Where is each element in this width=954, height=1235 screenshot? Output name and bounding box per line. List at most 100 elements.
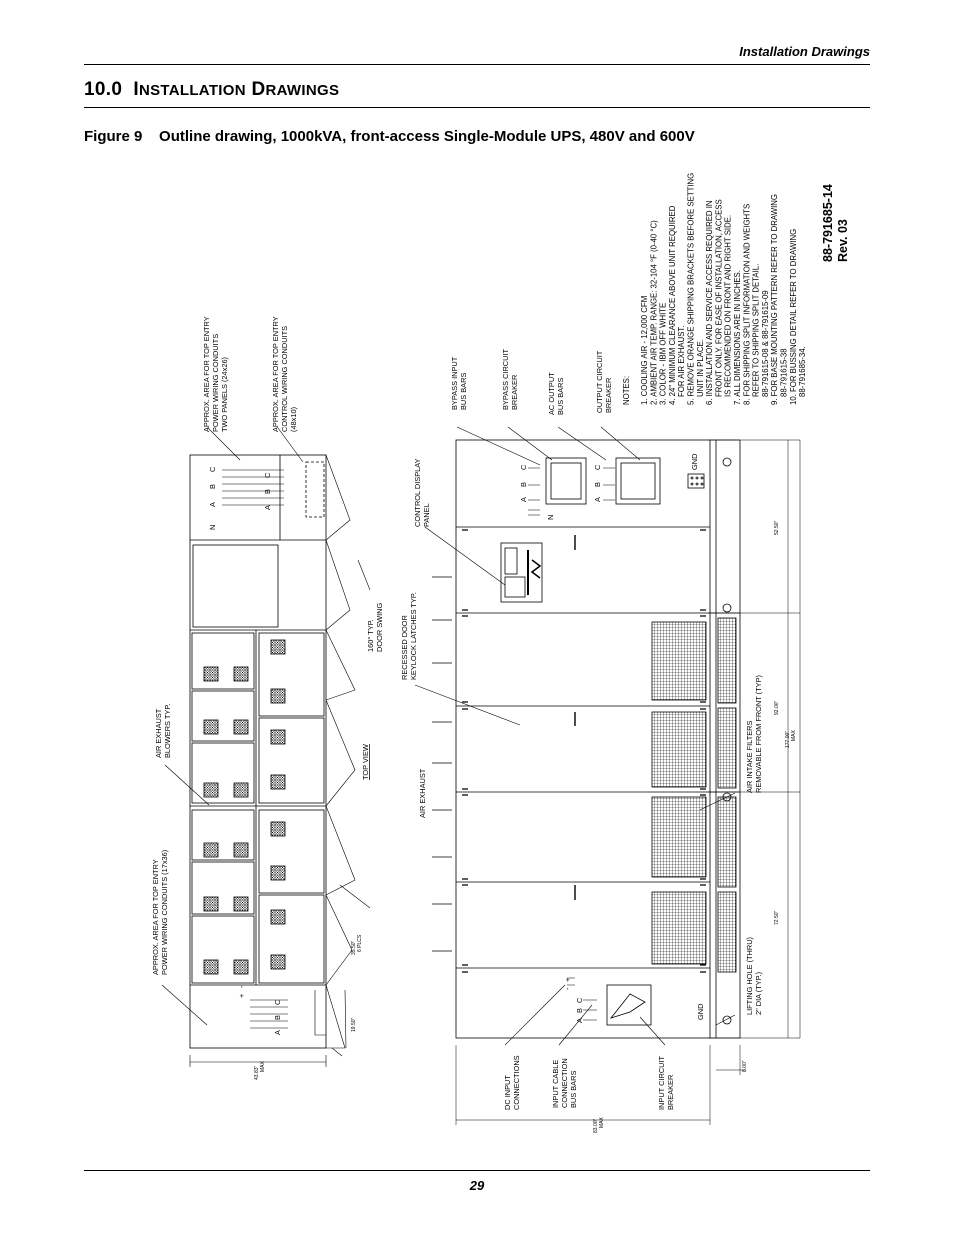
blower-icon	[203, 719, 219, 735]
door-swing-label: 160° TYP. DOOR SWING	[366, 602, 384, 652]
control-panel-label: CONTROL DISPLAY PANEL	[413, 456, 431, 527]
svg-text:A: A	[575, 1018, 584, 1023]
power-17x36-label: APPROX. AREA FOR TOP ENTRY POWER WIRING …	[151, 850, 169, 975]
drawing-number-block: 88-791685-14 Rev. 03	[821, 184, 850, 262]
control-conduits-line-3: (48x10)	[289, 407, 298, 432]
air-exhaust-arrows	[432, 576, 452, 952]
note-line: 8. FOR SHIPPING SPLIT INFORMATION AND WE…	[742, 204, 751, 405]
hinge-marks	[462, 529, 706, 973]
blower-icon	[203, 896, 219, 912]
dim-72-50: 72.50"	[774, 910, 780, 925]
header-rule	[84, 64, 870, 65]
dim-83-00: 83.00"	[593, 1118, 599, 1133]
front-grilles	[651, 617, 737, 973]
svg-text:N: N	[546, 515, 555, 520]
air-intake-label: AIR INTAKE FILTERS REMOVABLE FROM FRONT …	[745, 675, 763, 793]
air-blower-icons	[203, 639, 286, 975]
dc-input-line-1: DC INPUT	[503, 1075, 512, 1110]
top-view-outline	[189, 454, 327, 1049]
svg-text:A: A	[208, 502, 217, 507]
power-two-panels-line-1: APPROX. AREA FOR TOP ENTRY	[202, 316, 211, 432]
top-door-dim: 19.50"	[351, 1017, 357, 1032]
power-17x36-line-2: POWER WIRING CONDUITS (17x36)	[160, 850, 169, 975]
blower-icon	[233, 666, 249, 682]
input-breaker-label: INPUT CIRCUIT BREAKER	[657, 1054, 675, 1110]
dc-input-line-2: CONNECTIONS	[512, 1055, 521, 1110]
door-latches-line-2: KEYLOCK LATCHES TYP.	[409, 592, 418, 680]
dc-input-label: DC INPUT CONNECTIONS	[503, 1055, 521, 1110]
top-depth-note: MAX	[260, 1061, 266, 1073]
svg-text:A: A	[593, 497, 602, 502]
front-view: CONTROL DISPLAY PANEL BYPASS INPUT BUS B…	[400, 348, 801, 1133]
svg-text:A: A	[263, 505, 272, 510]
note-line: 10. FOR BUSSING DETAIL REFER TO DRAWING	[789, 229, 798, 405]
intake-filter	[717, 891, 737, 973]
control-conduits-line-2: CONTROL WIRING CONDUITS	[280, 326, 289, 432]
output-breaker-label: OUTPUT CIRCUIT BREAKER	[595, 349, 613, 413]
svg-text:B: B	[273, 1015, 282, 1020]
section-title-rest-1: NSTALLATION	[138, 82, 246, 99]
grille	[651, 891, 707, 965]
air-intake-line-1: AIR INTAKE FILTERS	[745, 721, 754, 793]
door-latches-line-1: RECESSED DOOR	[400, 615, 409, 680]
air-exhaust-label: AIR EXHAUST	[418, 768, 427, 818]
svg-text:B: B	[263, 489, 272, 494]
top-phase-letters: N A B C A B C A B C + -	[208, 466, 282, 1035]
door-swing-line-1: 160° TYP.	[366, 619, 375, 652]
note-line: 4. 24" MINIMUM CLEARANCE ABOVE UNIT REQU…	[668, 205, 677, 405]
section-title-cap-2: D	[251, 79, 266, 100]
intake-filter	[717, 707, 737, 789]
blower-icon	[270, 954, 286, 970]
svg-text:B: B	[519, 482, 528, 487]
dim-8-00: 8.00"	[742, 1060, 748, 1072]
blower-icon	[203, 959, 219, 975]
note-line: 3. COLOR - IBM OFF WHITE	[659, 303, 668, 405]
page-number: 29	[469, 1178, 485, 1193]
blower-icon	[270, 688, 286, 704]
bypass-breaker-line-2: BREAKER	[510, 375, 519, 410]
section-title-cap-1: I	[133, 79, 139, 100]
breaker-windows	[545, 457, 661, 1026]
gnd-bottom-label: GND	[696, 1004, 705, 1020]
footer-rule	[84, 1170, 870, 1171]
dim-83-note: MAX	[599, 1117, 605, 1129]
blower-icon	[270, 821, 286, 837]
svg-text:A: A	[273, 1030, 282, 1035]
air-intake-line-2: REMOVABLE FROM FRONT (TYP)	[754, 675, 763, 793]
air-blowers-label: AIR EXHAUST BLOWERS TYP.	[154, 704, 172, 758]
power-17x36-line-1: APPROX. AREA FOR TOP ENTRY	[151, 859, 160, 975]
svg-text:-: -	[237, 985, 246, 988]
power-two-panels-line-2: POWER WIRING CONDUITS	[211, 334, 220, 432]
svg-text:C: C	[263, 472, 272, 478]
figure-caption-text: Outline drawing, 1000kVA, front-access S…	[159, 128, 695, 145]
svg-text:A: A	[519, 497, 528, 502]
ac-output-line-1: AC OUTPUT	[547, 372, 556, 415]
note-line: 5. REMOVE ORANGE SHIPPING BRACKETS BEFOR…	[687, 173, 696, 405]
svg-text:+: +	[237, 994, 246, 998]
air-blowers-line-2: BLOWERS TYP.	[163, 704, 172, 758]
note-line: FOR AIR EXHAUST.	[677, 326, 686, 398]
drawing-revision: Rev. 03	[836, 219, 850, 262]
blower-icon	[233, 959, 249, 975]
input-breaker-line-1: INPUT CIRCUIT	[657, 1055, 666, 1110]
top-places-dim: 35.50"	[351, 940, 357, 955]
output-breaker-line-1: OUTPUT CIRCUIT	[595, 350, 604, 413]
grille	[651, 621, 707, 701]
blower-icon	[270, 729, 286, 745]
blower-icon	[270, 774, 286, 790]
svg-text:B: B	[208, 484, 217, 489]
note-line: 88-791615-38	[780, 348, 789, 397]
notes-heading: NOTES:	[622, 376, 631, 405]
figure-caption: Figure 9 Outline drawing, 1000kVA, front…	[84, 128, 695, 145]
svg-text:C: C	[593, 464, 602, 470]
note-line: 2. AMBIENT AIR TEMP. RANGE: 32-104 °F (0…	[649, 220, 658, 405]
note-line: 88-791685-34.	[798, 346, 807, 397]
note-line: UNIT IN PLACE.	[696, 339, 705, 397]
gnd-top-label: GND	[690, 454, 699, 470]
bypass-input-label: BYPASS INPUT BUS BARS	[450, 355, 468, 410]
note-line: 9. FOR BASE MOUNTING PATTERN REFER TO DR…	[770, 194, 779, 405]
front-view-outline	[455, 439, 711, 1039]
section-title: 10.0 INSTALLATION DRAWINGS	[84, 79, 339, 101]
lifting-hole-line-2: 2" DIA (TYP.)	[754, 972, 763, 1015]
